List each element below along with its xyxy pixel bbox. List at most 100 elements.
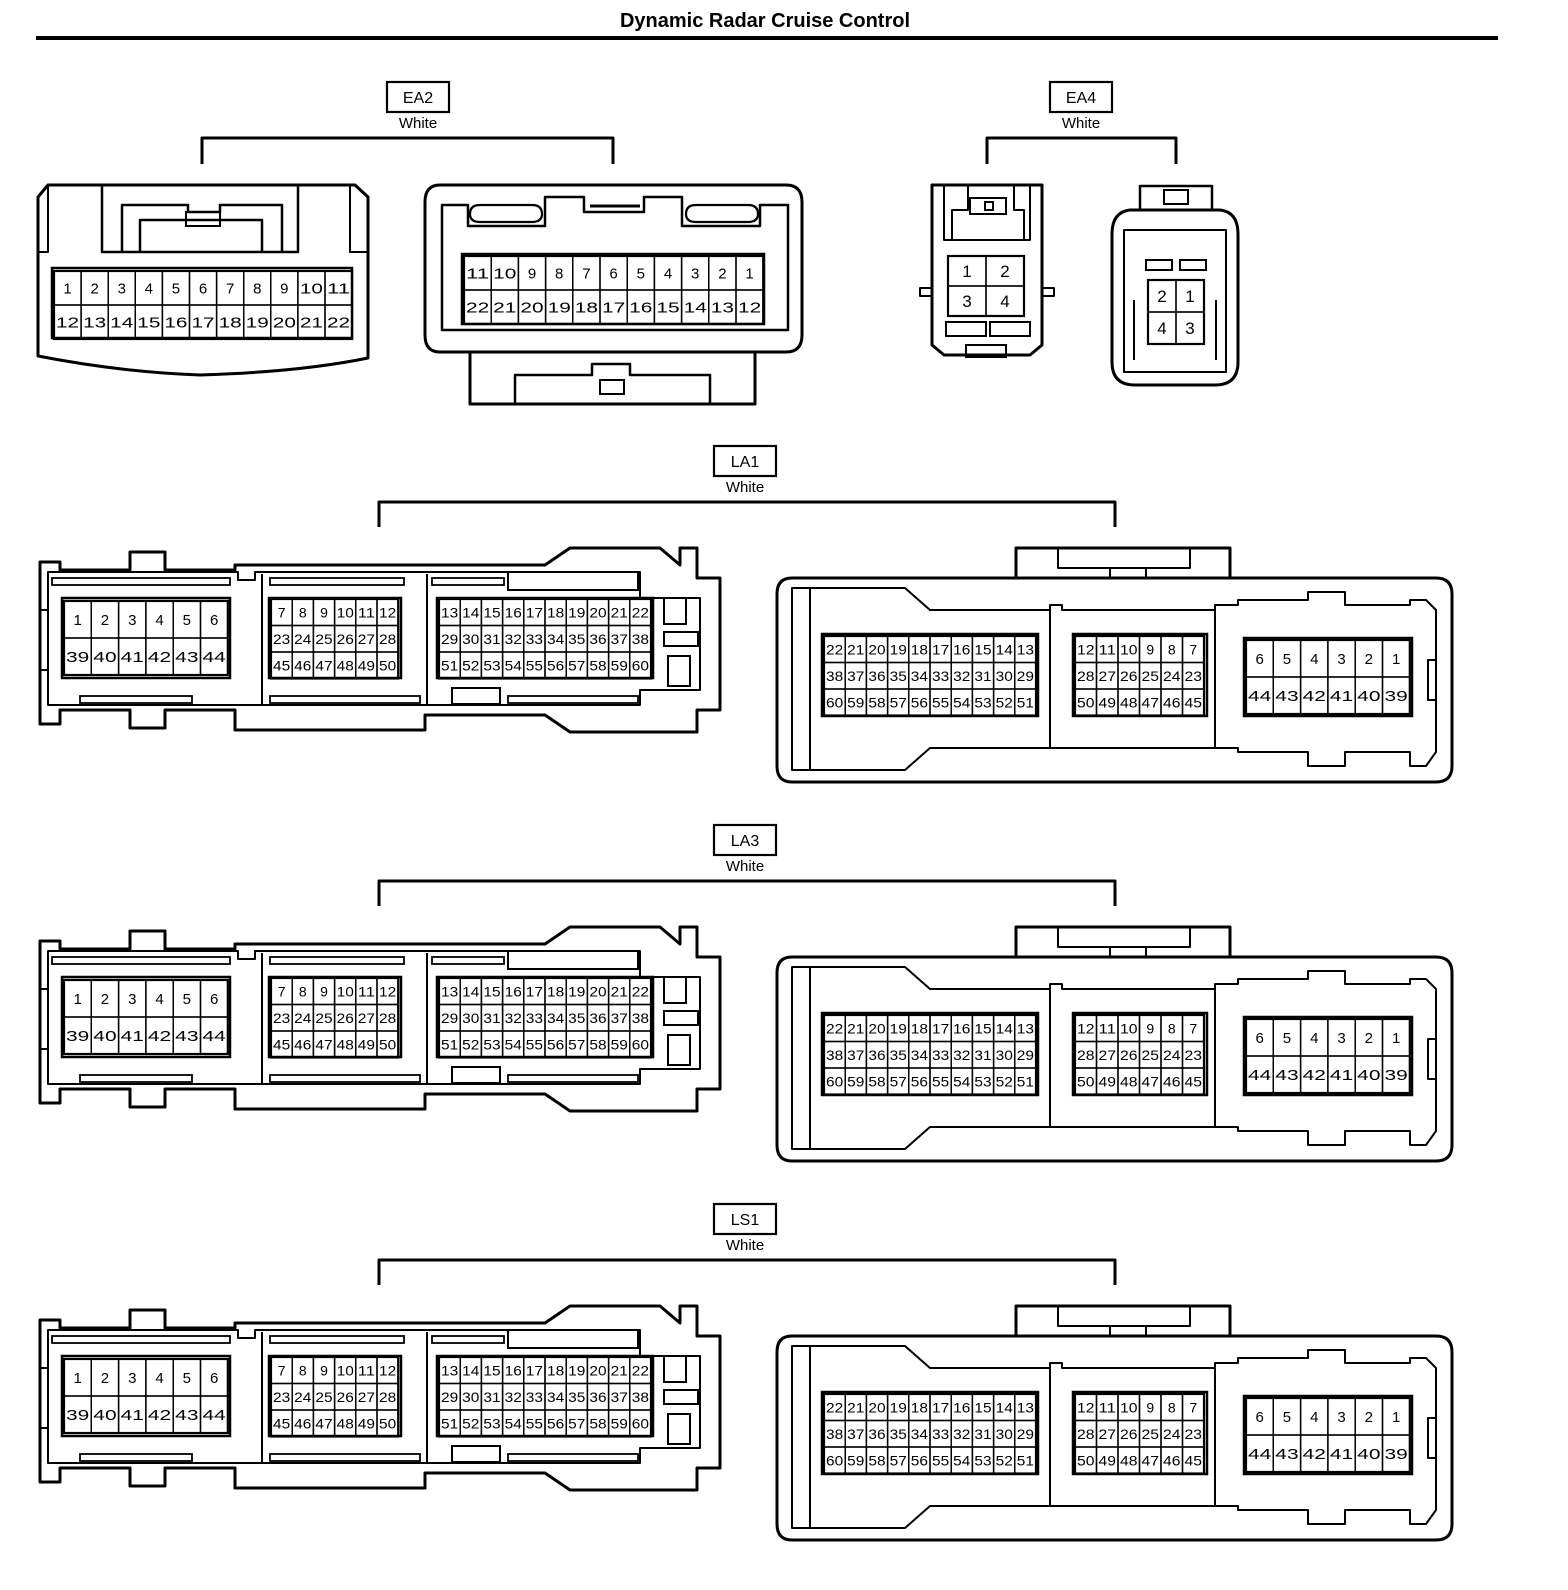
pin-number: 48 xyxy=(337,1415,354,1431)
connector-color-label: White xyxy=(726,479,764,496)
pin-number: 41 xyxy=(1330,1446,1353,1463)
pin-number: 12 xyxy=(1077,1020,1095,1036)
pin-number: 21 xyxy=(847,1020,864,1036)
pin-number: 24 xyxy=(1163,1047,1181,1063)
pin-number: 43 xyxy=(175,1407,198,1424)
pin-number: 56 xyxy=(911,1452,928,1468)
pin-number: 45 xyxy=(273,657,290,673)
pin-number: 12 xyxy=(379,604,396,620)
pin-number: 50 xyxy=(379,657,396,673)
pin-number: 36 xyxy=(589,631,606,647)
pin-number: 2 xyxy=(101,991,109,1008)
connector-id-box xyxy=(712,1202,778,1236)
pin-number: 17 xyxy=(602,299,625,316)
pin-number: 50 xyxy=(1077,1452,1095,1468)
pin-number: 48 xyxy=(337,1036,354,1052)
pin-number: 55 xyxy=(932,1452,949,1468)
pin-number: 35 xyxy=(568,1389,585,1405)
pin-number: 51 xyxy=(441,1415,458,1431)
pin-number: 57 xyxy=(890,1452,907,1468)
pin-number: 10 xyxy=(337,604,354,620)
pin-number: 19 xyxy=(890,641,907,657)
pin-number: 10 xyxy=(1120,1020,1138,1036)
pin-number: 59 xyxy=(847,1452,864,1468)
pin-number: 59 xyxy=(611,1036,628,1052)
pin-number: 24 xyxy=(294,1010,311,1026)
pin-number: 29 xyxy=(441,1389,458,1405)
pin-number: 19 xyxy=(548,299,571,316)
pin-number: 21 xyxy=(611,1362,628,1378)
pin-number: 18 xyxy=(911,1020,928,1036)
pin-number: 7 xyxy=(278,1362,286,1378)
pin-number: 9 xyxy=(1146,1020,1154,1036)
pin-number: 35 xyxy=(890,668,907,684)
pin-number: 45 xyxy=(1185,1073,1203,1089)
pin-number: 6 xyxy=(199,280,207,297)
pin-number: 17 xyxy=(932,1020,949,1036)
pin-number: 37 xyxy=(847,1047,864,1063)
pin-number: 40 xyxy=(1357,688,1380,705)
pin-number: 30 xyxy=(996,668,1013,684)
pin-number: 52 xyxy=(462,1415,479,1431)
pin-number: 10 xyxy=(300,280,323,297)
pin-number: 22 xyxy=(466,299,489,316)
pin-number: 42 xyxy=(1303,688,1326,705)
pin-number: 33 xyxy=(526,1389,543,1405)
pin-number: 49 xyxy=(1099,694,1117,710)
pin-number: 5 xyxy=(1283,1409,1291,1426)
pin-number: 1 xyxy=(73,612,81,629)
pin-number: 18 xyxy=(547,1362,564,1378)
pin-number: 16 xyxy=(505,983,522,999)
pin-number: 22 xyxy=(632,604,649,620)
pin-number: 37 xyxy=(847,1426,864,1442)
pin-number: 3 xyxy=(128,612,136,629)
pin-number: 19 xyxy=(568,983,585,999)
pin-number: 22 xyxy=(327,314,350,331)
pin-number: 54 xyxy=(505,1036,522,1052)
pin-number: 32 xyxy=(505,1389,522,1405)
pin-number: 6 xyxy=(210,1370,218,1387)
pin-cell xyxy=(629,651,652,680)
connector-id: LA1 xyxy=(731,454,760,471)
pin-cell xyxy=(1014,1446,1037,1475)
pin-number: 18 xyxy=(547,604,564,620)
pin-number: 27 xyxy=(1099,1047,1117,1063)
pin-number: 2 xyxy=(1365,1030,1373,1047)
pin-number: 10 xyxy=(1120,641,1138,657)
pin-number: 5 xyxy=(1283,1030,1291,1047)
pin-number: 9 xyxy=(1146,641,1154,657)
pin-number: 57 xyxy=(890,1073,907,1089)
pin-number: 12 xyxy=(56,314,79,331)
pin-number: 2 xyxy=(1365,651,1373,668)
pin-number: 57 xyxy=(568,657,585,673)
pin-number: 60 xyxy=(826,1452,843,1468)
pin-number: 44 xyxy=(1248,1446,1271,1463)
pin-number: 16 xyxy=(629,299,652,316)
pin-number: 9 xyxy=(280,280,288,297)
pin-number: 35 xyxy=(890,1426,907,1442)
connector-id: EA2 xyxy=(403,90,433,107)
pin-number: 3 xyxy=(691,265,699,282)
pin-number: 21 xyxy=(611,604,628,620)
pin-number: 39 xyxy=(66,1028,89,1045)
pin-number: 12 xyxy=(379,1362,396,1378)
pin-number: 23 xyxy=(273,631,290,647)
pin-number: 19 xyxy=(568,1362,585,1378)
pin-number: 20 xyxy=(520,299,543,316)
pin-number: 50 xyxy=(1077,694,1095,710)
pin-number: 13 xyxy=(1017,1399,1034,1415)
pin-number: 3 xyxy=(962,292,971,311)
pin-number: 25 xyxy=(1142,1426,1160,1442)
pin-number: 41 xyxy=(1330,1067,1353,1084)
pin-number: 56 xyxy=(547,1415,564,1431)
pin-number: 58 xyxy=(589,1036,606,1052)
pin-number: 46 xyxy=(1163,694,1181,710)
pin-number: 44 xyxy=(203,649,226,666)
pin-number: 44 xyxy=(1248,1067,1271,1084)
pin-number: 59 xyxy=(847,694,864,710)
